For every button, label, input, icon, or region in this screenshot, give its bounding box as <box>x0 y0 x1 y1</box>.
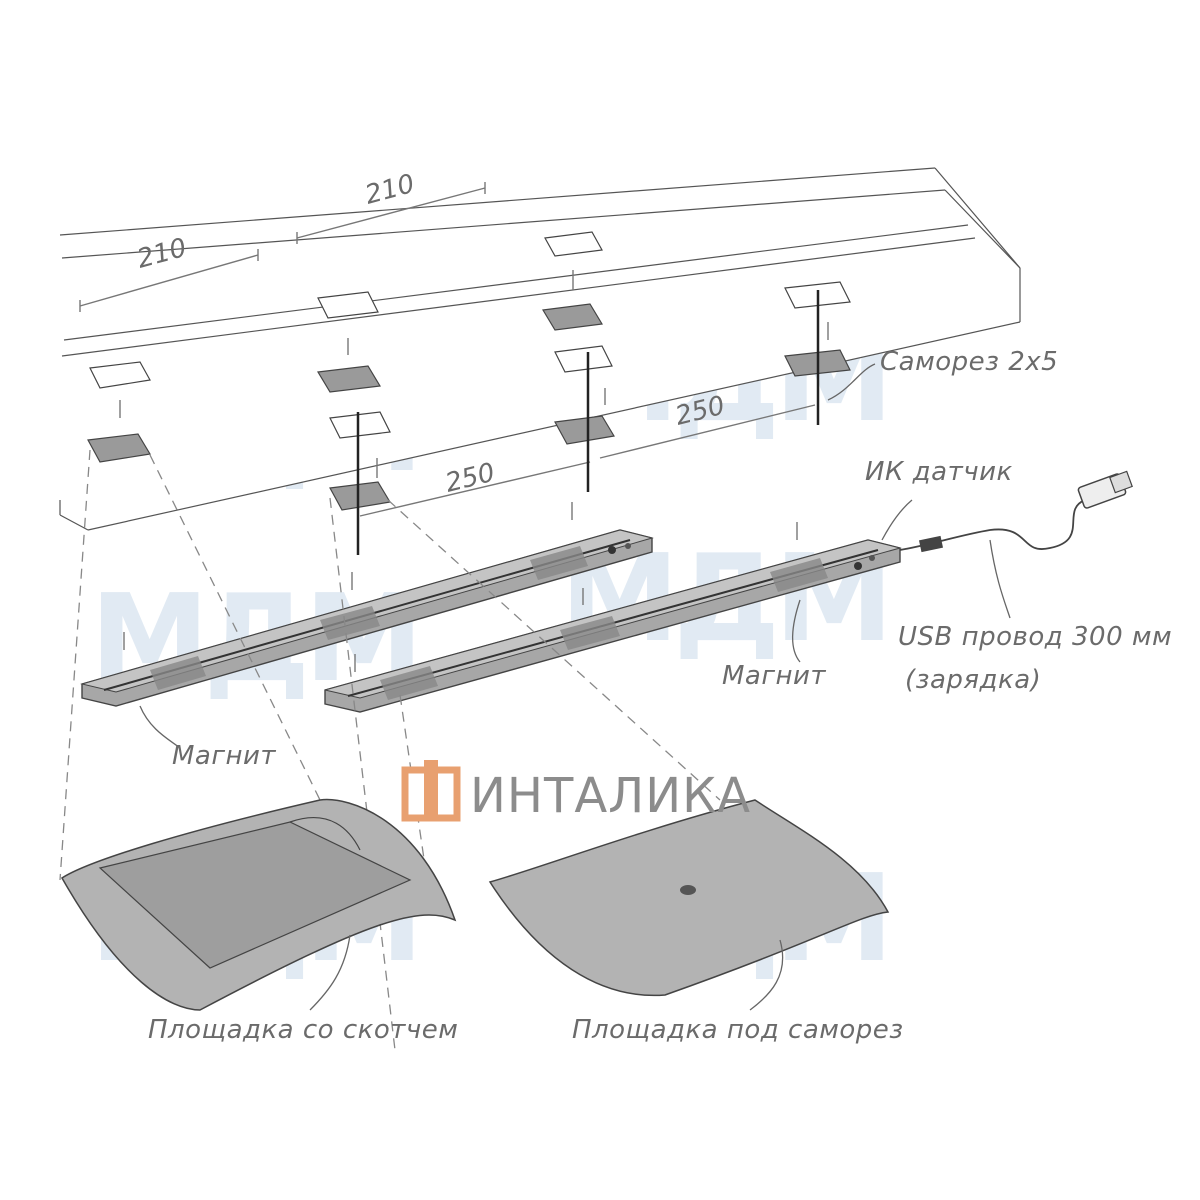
pad-screw-drawing <box>488 799 890 997</box>
label-usb-cable: USB провод 300 мм <box>898 622 1172 652</box>
label-ir-sensor: ИК датчик <box>865 457 1013 487</box>
labels: Саморез 2х5 ИК датчик USB провод 300 мм … <box>148 347 1172 1045</box>
label-screw: Саморез 2х5 <box>880 347 1058 377</box>
label-charging: (зарядка) <box>905 665 1041 695</box>
pad-outline <box>544 231 603 257</box>
pad-tape-drawing <box>60 798 457 1011</box>
pad-outline <box>89 361 151 389</box>
screws <box>356 290 820 555</box>
label-magnet-right: Магнит <box>722 661 826 691</box>
leader-lines <box>139 363 1011 1011</box>
pad-adhesive <box>542 303 603 331</box>
light-bar-left <box>80 529 654 707</box>
pad-outline <box>317 291 379 319</box>
label-pad-screw: Площадка под саморез <box>572 1015 904 1045</box>
pad-adhesive <box>317 365 381 393</box>
brand-logo-bar <box>424 760 438 820</box>
dimension-250-lower: 250 <box>442 458 497 499</box>
pad-outline <box>329 411 391 439</box>
pad-outline <box>554 345 613 373</box>
light-bar-right <box>324 539 902 713</box>
usb-cable <box>899 470 1133 553</box>
dimension-210-right: 210 <box>362 169 418 211</box>
pad-adhesive <box>87 433 151 463</box>
pad-screw <box>554 415 615 445</box>
mounting-pads <box>87 231 851 511</box>
brand-name: ИНТАЛИКА <box>470 768 751 824</box>
label-magnet-left: Магнит <box>172 741 276 771</box>
cabinet-shelf <box>58 167 1021 531</box>
brand-logo: ИНТАЛИКА <box>401 760 751 824</box>
label-pad-tape: Площадка со скотчем <box>148 1015 458 1045</box>
light-bars <box>80 502 902 713</box>
